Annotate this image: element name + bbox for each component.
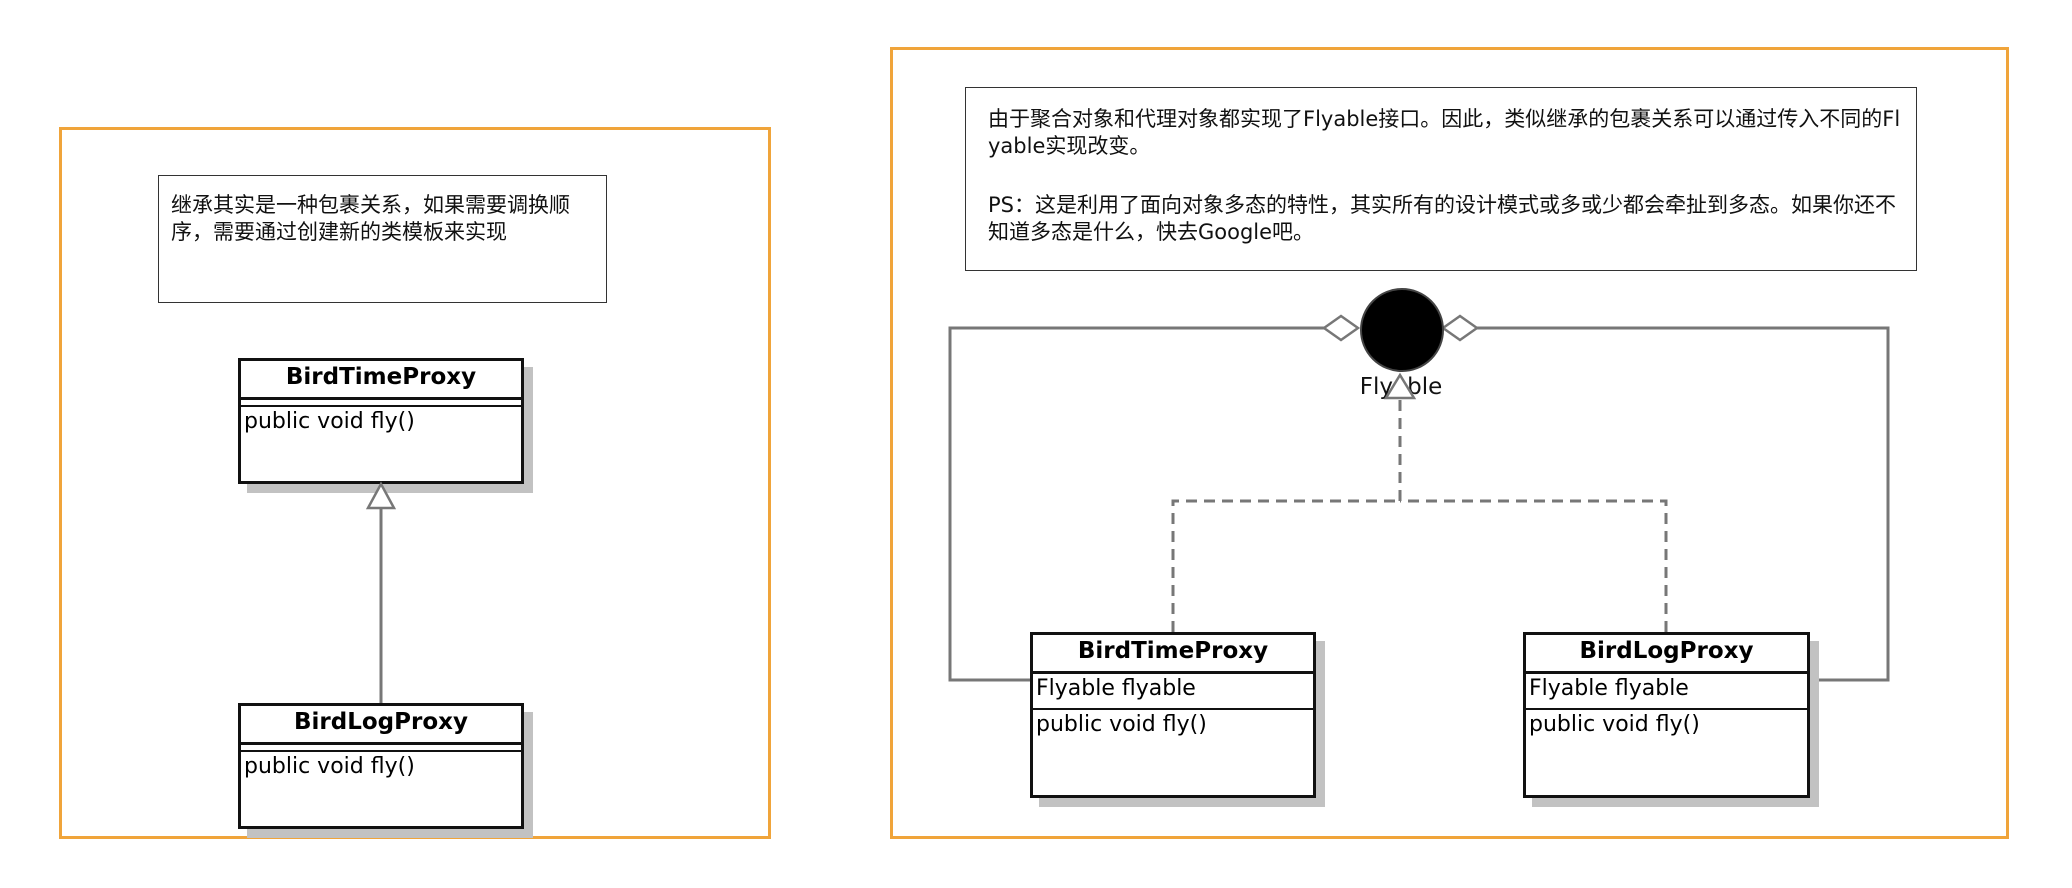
right-note[interactable]: 由于聚合对象和代理对象都实现了Flyable接口。因此，类似继承的包裹关系可以通… (965, 87, 1917, 271)
class-name: BirdLogProxy (1526, 635, 1807, 674)
left-panel-frame (59, 127, 771, 839)
realization-line-left (1171, 499, 1400, 632)
left-class-birdtimeproxy[interactable]: BirdTimeProxy public void fly() (238, 358, 524, 484)
realization-line-right (1400, 499, 1668, 632)
class-attribute: Flyable flyable (1033, 674, 1313, 710)
left-class-birdlogproxy[interactable]: BirdLogProxy public void fly() (238, 703, 524, 829)
left-note-text: 继承其实是一种包裹关系，如果需要调换顺序，需要通过创建新的类模板来实现 (171, 193, 570, 244)
aggregation-diamond-right (1440, 314, 1480, 342)
class-attribute: Flyable flyable (1526, 674, 1807, 710)
class-method: public void fly() (244, 754, 415, 779)
class-method: public void fly() (1036, 712, 1207, 737)
class-name: BirdTimeProxy (1033, 635, 1313, 674)
class-method: public void fly() (244, 409, 415, 434)
left-note[interactable]: 继承其实是一种包裹关系，如果需要调换顺序，需要通过创建新的类模板来实现 (158, 175, 607, 303)
aggregation-line-right (1477, 326, 1890, 682)
right-class-birdtimeproxy[interactable]: BirdTimeProxy Flyable flyable public voi… (1030, 632, 1316, 798)
class-name: BirdTimeProxy (241, 361, 521, 400)
right-class-birdlogproxy[interactable]: BirdLogProxy Flyable flyable public void… (1523, 632, 1810, 798)
generalization-arrowhead (365, 481, 397, 510)
class-name: BirdLogProxy (241, 706, 521, 745)
empty-attribute-section (241, 400, 521, 407)
aggregation-diamond-left (1321, 314, 1361, 342)
right-note-text-1: 由于聚合对象和代理对象都实现了Flyable接口。因此，类似继承的包裹关系可以通… (988, 107, 1901, 158)
right-note-text-2: PS：这是利用了面向对象多态的特性，其实所有的设计模式或多或少都会牵扯到多态。如… (988, 193, 1896, 244)
interface-circle[interactable] (1357, 285, 1447, 375)
aggregation-line-left (948, 326, 1324, 682)
realization-arrowhead (1383, 372, 1417, 400)
empty-attribute-section (241, 745, 521, 752)
right-panel-frame (890, 47, 2009, 839)
class-method: public void fly() (1529, 712, 1700, 737)
